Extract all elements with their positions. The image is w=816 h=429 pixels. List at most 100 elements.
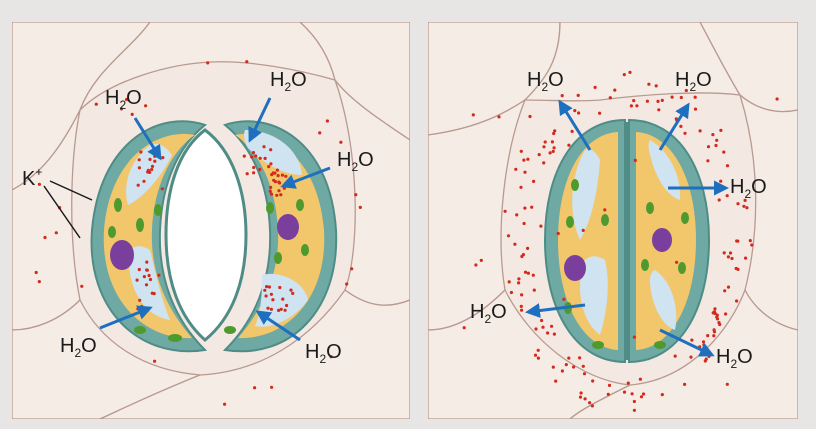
ion-dot [582,229,585,232]
ion-dot [613,89,616,92]
ion-dot [567,144,570,147]
ion-dot [707,145,710,148]
ion-dot [744,257,747,260]
ion-dot [136,307,139,310]
ion-dot [657,108,660,111]
ion-dot [269,148,272,151]
water-h: H [675,69,689,91]
ion-dot [284,309,287,312]
ion-dot [694,108,697,111]
ion-dot [252,171,255,174]
ion-dot [656,100,659,103]
ion-dot [583,372,586,375]
water-o: O [81,335,97,357]
ion-dot [661,99,664,102]
ion-dot [553,146,556,149]
ion-dot [463,326,466,329]
ion-dot [552,150,555,153]
ion-dot [706,334,709,337]
ion-dot [711,133,714,136]
ion-dot [557,232,560,235]
ion-dot [146,269,149,272]
ion-dot [776,97,779,100]
ion-dot [515,213,518,216]
ion-dot [675,261,678,264]
ion-dot [510,291,513,294]
ion-dot [573,109,576,112]
water-o: O [737,346,753,368]
ion-dot [608,384,611,387]
ion-dot [283,187,286,190]
ion-dot [584,397,587,400]
ion-dot [705,358,708,361]
panel-open-stoma: K+ H2O H2O H2O H2O H2O [12,22,410,419]
ion-dot [631,392,634,395]
ion-dot [712,311,715,314]
ion-dot [528,115,531,118]
ion-dot [702,340,705,343]
ion-dot [480,259,483,262]
ion-dot [735,299,738,302]
ion-dot [269,190,272,193]
ion-dot [151,292,154,295]
ion-dot [520,150,523,153]
ion-dot [520,293,523,296]
ion-dot [267,165,270,168]
ion-dot [278,286,281,289]
ion-dot [579,396,582,399]
ion-dot [206,61,209,64]
ion-dot [265,294,268,297]
ion-dot [736,202,739,205]
ion-dot [524,271,527,274]
ion-dot [726,164,729,167]
ion-dot [542,161,545,164]
ion-dot [508,280,511,283]
ion-dot [715,139,718,142]
ion-dot [661,393,664,396]
ion-dot [270,173,273,176]
nucleus [652,228,672,252]
ion-dot [735,239,738,242]
ion-dot [633,400,636,403]
ion-dot [727,286,730,289]
ion-dot [55,231,58,234]
nucleus [110,240,134,270]
ion-dot [280,308,283,311]
ion-dot [277,189,280,192]
ion-dot [289,289,292,292]
ion-dot [549,151,552,154]
ion-dot [598,112,601,115]
ion-dot [712,334,715,337]
ion-dot [540,319,543,322]
ion-dot [268,285,271,288]
ion-dot [520,309,523,312]
ion-dot [275,194,278,197]
ion-dot [513,243,516,246]
ion-dot [713,330,716,333]
ion-dot [142,180,145,183]
water-o: O [326,341,342,363]
ion-dot [252,166,255,169]
ion-symbol: K [22,168,36,190]
ion-dot [628,71,631,74]
ion-dot [264,157,267,160]
ion-dot [736,268,739,271]
water-h: H [270,69,284,91]
ion-dot [726,383,729,386]
ion-dot [354,193,357,196]
ion-dot [269,186,272,189]
ion-dot [550,325,553,328]
ion-dot [683,132,686,135]
ion-dot [35,271,38,274]
ion-dot [43,236,46,239]
water-h: H [105,87,119,109]
ion-dot [539,225,542,228]
ion-dot [699,129,702,132]
ion-dot [527,272,530,275]
ion-dot [533,289,536,292]
water-h: H [730,176,744,198]
ion-dot [689,356,692,359]
ion-dot [250,155,253,158]
ion-dot [136,279,139,282]
